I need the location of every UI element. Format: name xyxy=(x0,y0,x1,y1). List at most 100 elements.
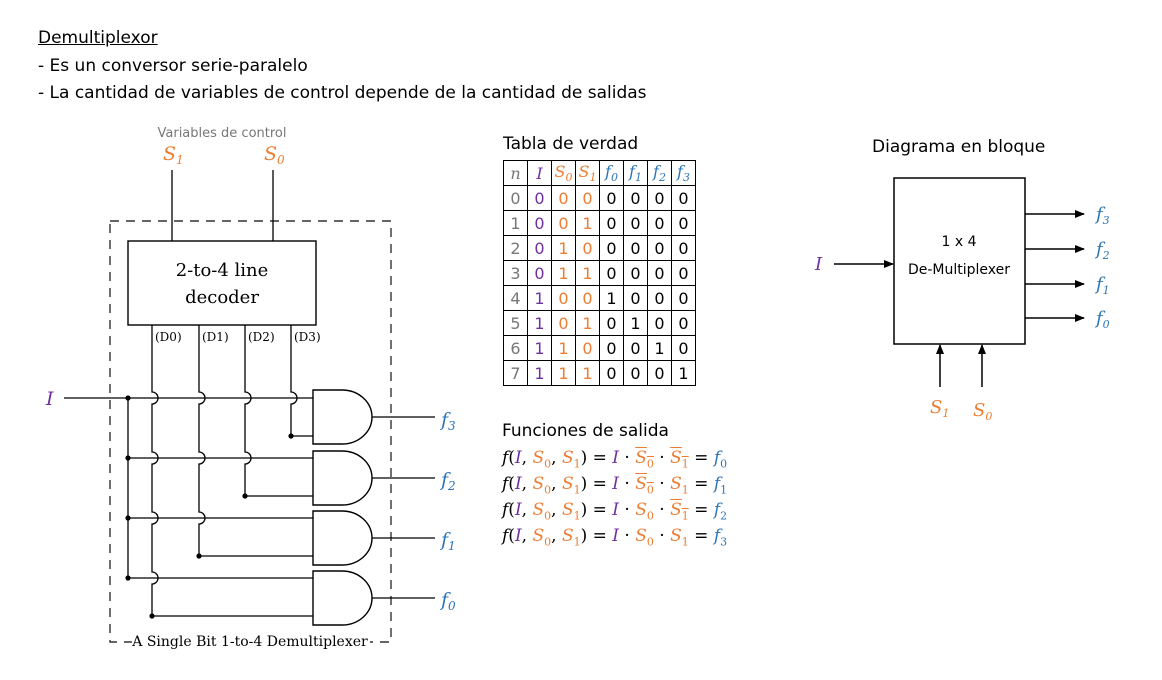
truth-table-cell: 6 xyxy=(503,335,528,361)
d3-label: (D3) xyxy=(294,330,321,344)
truth-table-cell: 0 xyxy=(599,310,624,336)
truth-table-cell: 0 xyxy=(551,285,576,311)
truth-table-cell: 0 xyxy=(671,260,696,286)
output-function-1: f(I, S0, S1) = I · S0 · S1 = f1 xyxy=(502,474,728,497)
truth-table-cell: 0 xyxy=(671,210,696,236)
truth-table-cell: 1 xyxy=(623,310,648,336)
truth-table-cell: 1 xyxy=(575,310,600,336)
demux-circuit: A Single Bit 1-to-4 Demultiplexer Variab… xyxy=(45,126,456,650)
bullet-2: - La cantidad de variables de control de… xyxy=(38,83,647,103)
input-i-label: I xyxy=(45,388,54,410)
truth-table-cell: 1 xyxy=(575,360,600,386)
junction-dots xyxy=(125,395,294,619)
truth-table-cell: 0 xyxy=(551,310,576,336)
output-function-2: f(I, S0, S1) = I · S0 · S1 = f2 xyxy=(502,500,728,523)
output-f1-label: f1 xyxy=(439,529,456,553)
truth-table-cell: 0 xyxy=(575,185,600,211)
d2-label: (D2) xyxy=(248,330,275,344)
truth-table-cell: 0 xyxy=(623,335,648,361)
truth-table-cell: 1 xyxy=(551,235,576,261)
output-f0-label: f0 xyxy=(439,589,456,613)
truth-table-cell: 1 xyxy=(527,360,552,386)
output-function-3: f(I, S0, S1) = I · S0 · S1 = f3 xyxy=(502,526,728,549)
truth-table-cell: 0 xyxy=(503,185,528,211)
truth-table-cell: 0 xyxy=(599,185,624,211)
demux-block xyxy=(893,177,1026,345)
truth-table-cell: 3 xyxy=(503,260,528,286)
truth-table-cell: 1 xyxy=(503,210,528,236)
s1-label: S1 xyxy=(163,143,184,167)
truth-table-header-cell: f2 xyxy=(647,160,672,186)
truth-table-cell: 1 xyxy=(575,260,600,286)
truth-table-cell: 4 xyxy=(503,285,528,311)
truth-table-cell: 0 xyxy=(599,335,624,361)
block-output-f2: f2 xyxy=(1094,239,1110,262)
and-gate-f0 xyxy=(312,570,373,626)
truth-table-cell: 0 xyxy=(671,310,696,336)
truth-table-title: Tabla de verdad xyxy=(503,134,639,154)
caption-bg xyxy=(132,630,370,650)
truth-table-cell: 0 xyxy=(647,260,672,286)
truth-table-cell: 2 xyxy=(503,235,528,261)
output-function-0: f(I, S0, S1) = I · S0 · S1 = f0 xyxy=(502,448,728,471)
truth-table-cell: 0 xyxy=(599,260,624,286)
decoder-block xyxy=(127,240,317,326)
truth-table-cell: 1 xyxy=(527,335,552,361)
truth-table-header-cell: I xyxy=(527,160,552,186)
block-input-label: I xyxy=(814,254,823,275)
truth-table-cell: 0 xyxy=(623,360,648,386)
bullet-1: - Es un conversor serie-paralelo xyxy=(38,56,308,76)
truth-table-header-cell: f3 xyxy=(671,160,696,186)
truth-table-cell: 0 xyxy=(623,260,648,286)
truth-table-cell: 0 xyxy=(599,360,624,386)
truth-table-cell: 0 xyxy=(575,235,600,261)
block-line-1: 1 x 4 xyxy=(942,234,977,250)
d1-label: (D1) xyxy=(202,330,229,344)
block-control-s0: S0 xyxy=(973,400,992,423)
truth-table-cell: 1 xyxy=(599,285,624,311)
truth-table-cell: 0 xyxy=(671,235,696,261)
truth-table-cell: 0 xyxy=(527,210,552,236)
truth-table-header-cell: n xyxy=(503,160,528,186)
truth-table-cell: 0 xyxy=(575,285,600,311)
truth-table-cell: 0 xyxy=(647,285,672,311)
truth-table-header-cell: S0 xyxy=(551,160,576,186)
block-control-s1: S1 xyxy=(930,397,949,420)
truth-table-cell: 0 xyxy=(623,235,648,261)
truth-table-cell: 0 xyxy=(647,360,672,386)
truth-table-cell: 0 xyxy=(551,210,576,236)
truth-table-cell: 0 xyxy=(623,210,648,236)
block-output-f1: f1 xyxy=(1094,274,1110,297)
truth-table-header-cell: S1 xyxy=(575,160,600,186)
output-f3-label: f3 xyxy=(439,409,456,433)
output-f2-label: f2 xyxy=(439,469,456,493)
d0-label: (D0) xyxy=(155,330,182,344)
block-diagram-title: Diagrama en bloque xyxy=(872,137,1046,157)
decoder-label-1: 2-to-4 line xyxy=(176,260,269,281)
truth-table-cell: 1 xyxy=(551,360,576,386)
truth-table-cell: 0 xyxy=(599,235,624,261)
truth-table-cell: 0 xyxy=(623,185,648,211)
truth-table-cell: 0 xyxy=(647,210,672,236)
truth-table-cell: 1 xyxy=(527,310,552,336)
truth-table-cell: 7 xyxy=(503,360,528,386)
truth-table-cell: 0 xyxy=(647,235,672,261)
truth-table-cell: 1 xyxy=(575,210,600,236)
and-gate-f1 xyxy=(312,510,373,566)
truth-table-cell: 5 xyxy=(503,310,528,336)
truth-table-cell: 0 xyxy=(671,335,696,361)
s0-label: S0 xyxy=(264,143,285,167)
truth-table-cell: 1 xyxy=(551,335,576,361)
truth-table-cell: 0 xyxy=(599,210,624,236)
truth-table-header-cell: f0 xyxy=(599,160,624,186)
block-line-2: De-Multiplexer xyxy=(908,262,1010,278)
